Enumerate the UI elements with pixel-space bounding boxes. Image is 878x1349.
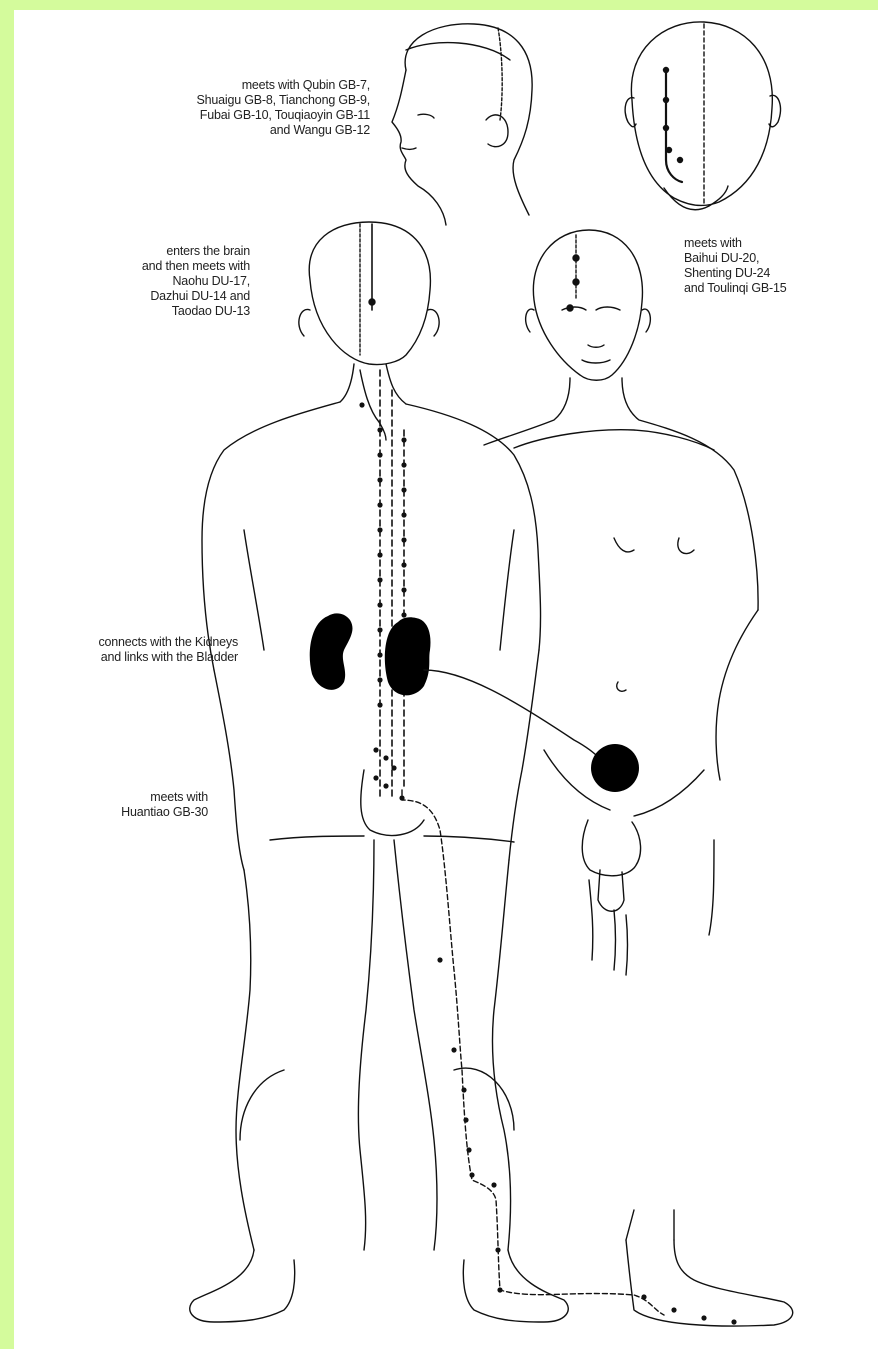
vertex-line: and Toulinqi GB-15 (684, 281, 864, 296)
vertex-line: Baihui DU-20, (684, 251, 864, 266)
vertex-label: meets with Baihui DU-20, Shenting DU-24 … (684, 236, 864, 296)
side-head-figure (392, 24, 532, 225)
buttock-line: Huantiao GB-30 (54, 805, 208, 820)
vertex-line: meets with (684, 236, 864, 251)
brain-label: enters the brain and then meets with Nao… (84, 244, 250, 319)
anatomical-figure (14, 10, 878, 1349)
head-meets-line: Fubai GB-10, Touqiaoyin GB-11 (104, 108, 370, 123)
head-meets-label: meets with Qubin GB-7, Shuaigu GB-8, Tia… (104, 78, 370, 138)
kidneys-label: connects with the Kidneys and links with… (24, 635, 238, 665)
brain-line: Taodao DU-13 (84, 304, 250, 319)
buttock-label: meets with Huantiao GB-30 (54, 790, 208, 820)
head-meets-line: meets with Qubin GB-7, (104, 78, 370, 93)
kidneys-line: and links with the Bladder (24, 650, 238, 665)
back-body-figure (190, 222, 737, 1325)
brain-line: Naohu DU-17, (84, 274, 250, 289)
right-kidney (385, 617, 431, 695)
left-kidney (310, 613, 353, 689)
buttock-line: meets with (54, 790, 208, 805)
brain-line: enters the brain (84, 244, 250, 259)
kidneys-line: connects with the Kidneys (24, 635, 238, 650)
front-body-figure (484, 230, 793, 1326)
vertex-line: Shenting DU-24 (684, 266, 864, 281)
illustration-sheet: meets with Qubin GB-7, Shuaigu GB-8, Tia… (14, 10, 878, 1349)
head-meets-line: and Wangu GB-12 (104, 123, 370, 138)
bladder (591, 744, 639, 792)
head-meets-line: Shuaigu GB-8, Tianchong GB-9, (104, 93, 370, 108)
top-head-figure (625, 22, 780, 210)
brain-line: Dazhui DU-14 and (84, 289, 250, 304)
brain-line: and then meets with (84, 259, 250, 274)
